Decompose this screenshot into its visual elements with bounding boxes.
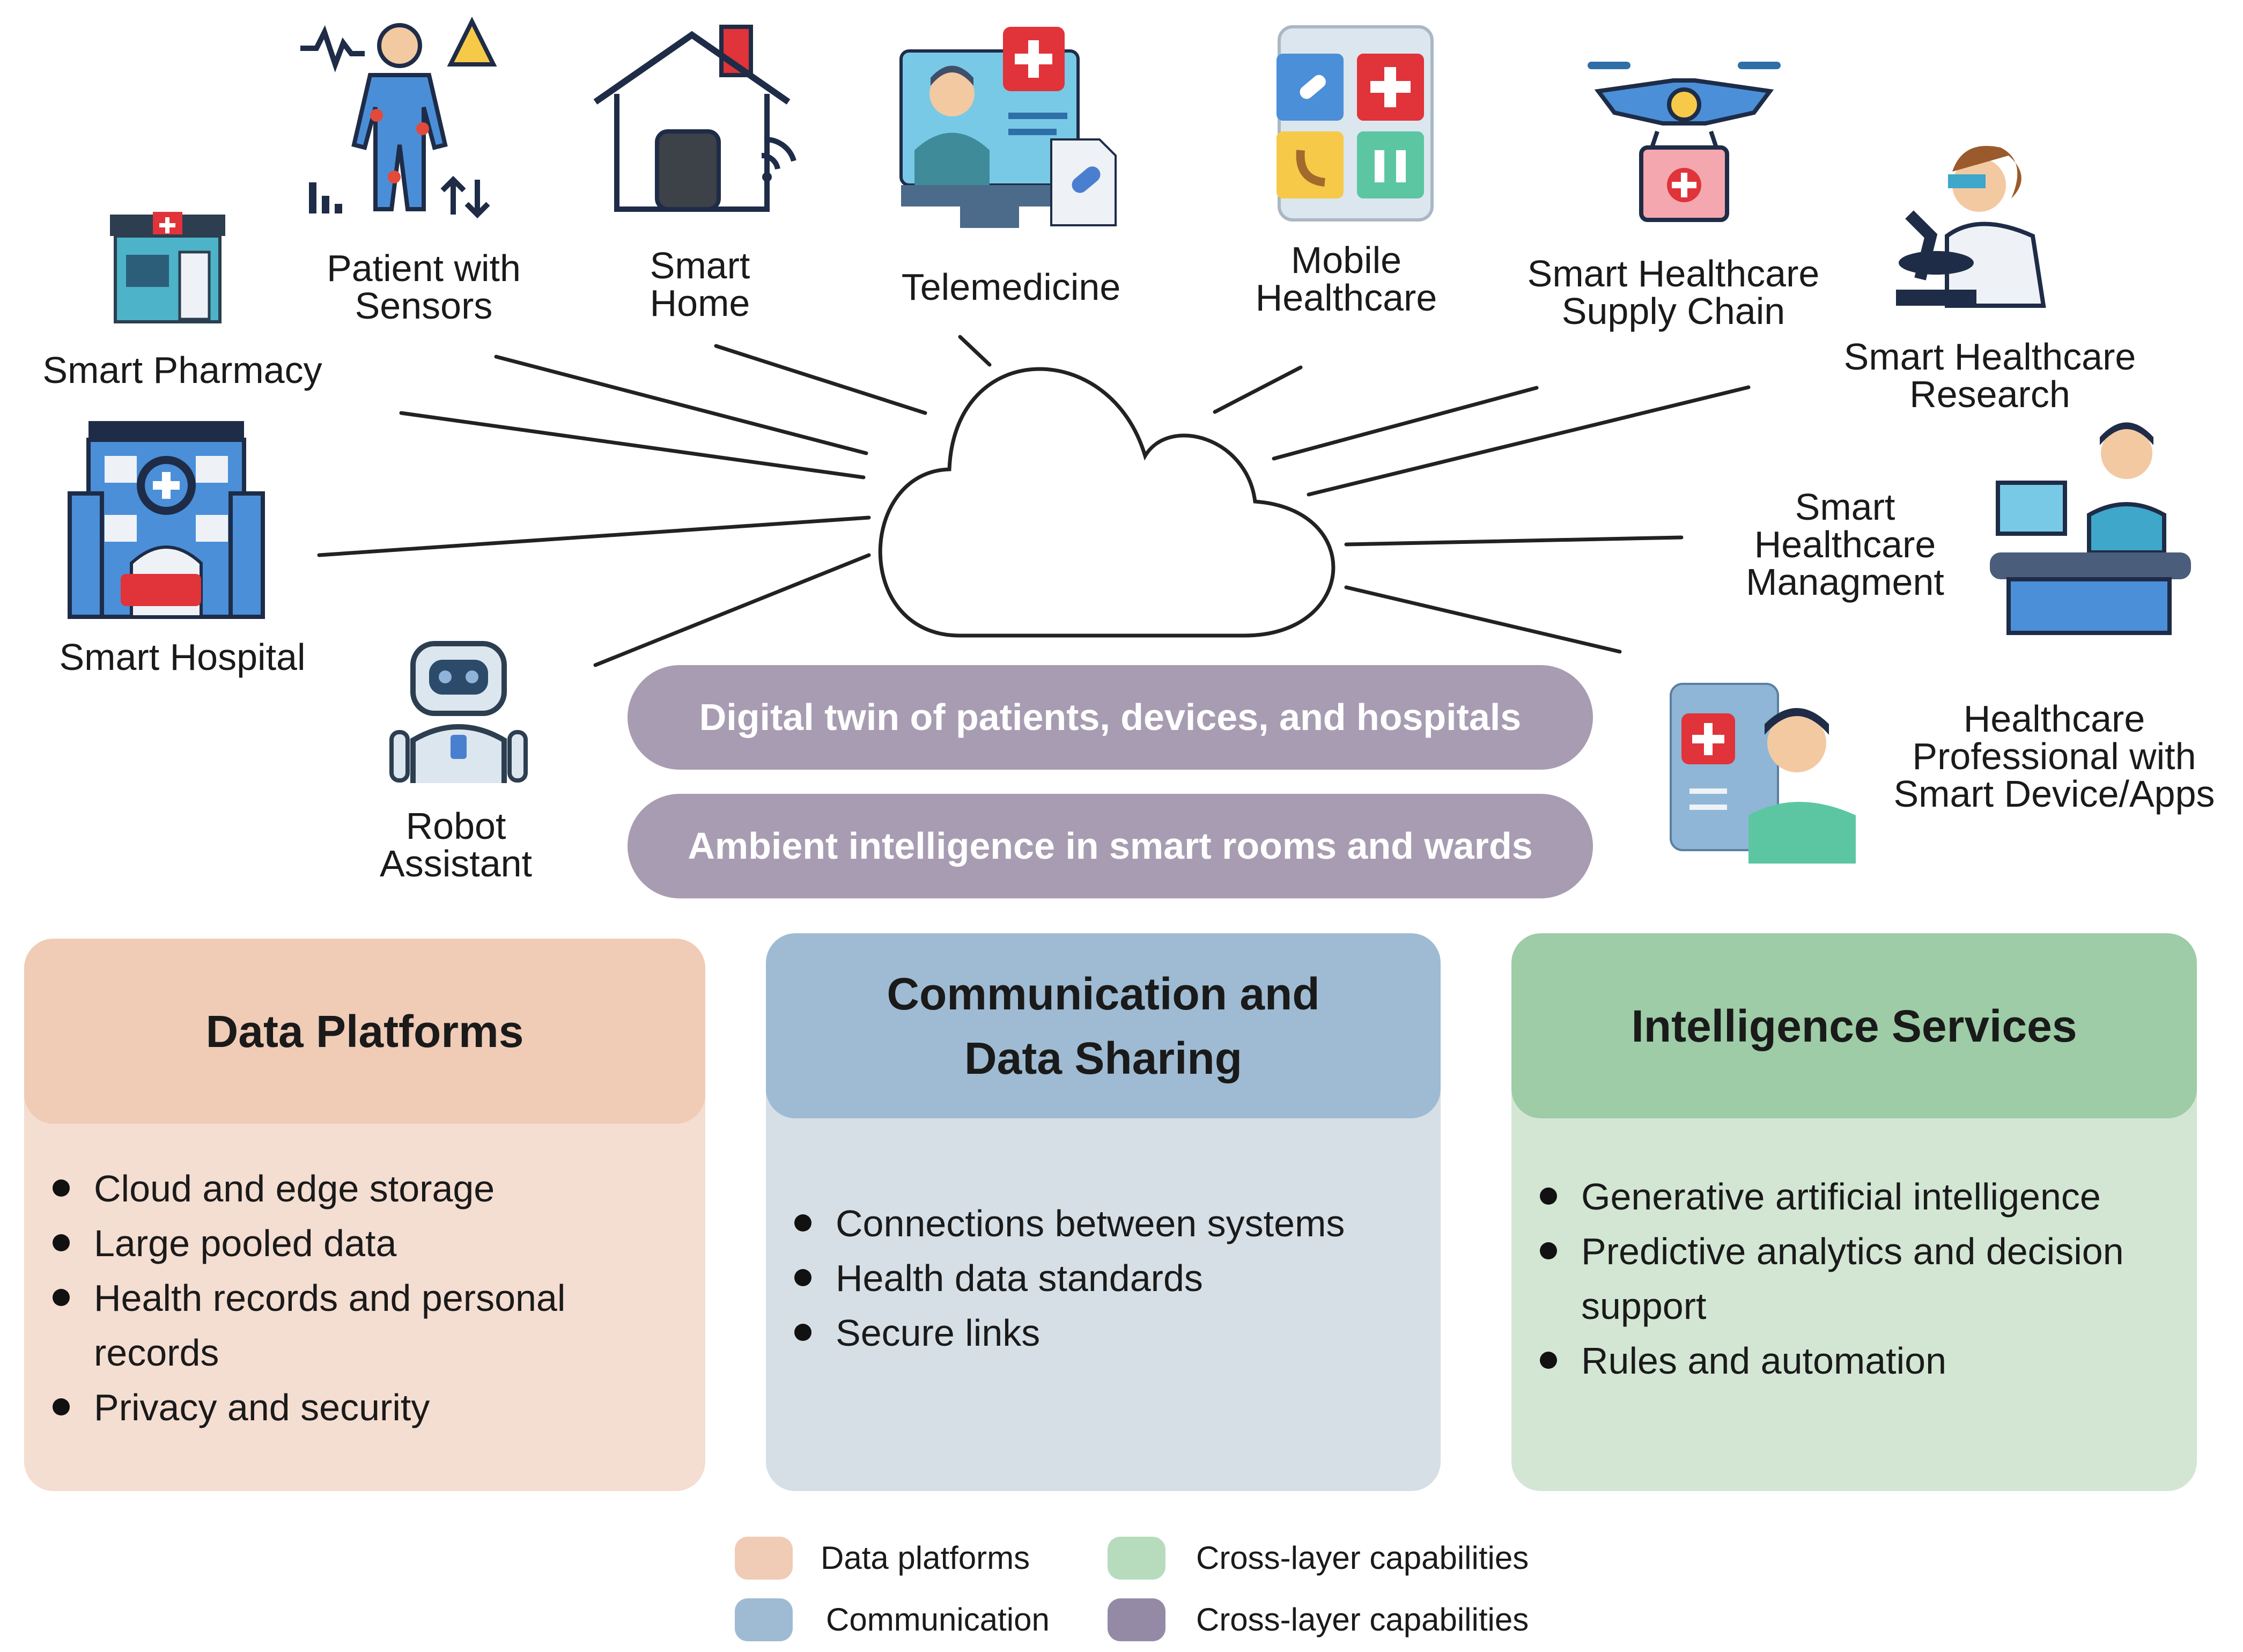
list-item: Generative artificial intelligence [1536, 1169, 2168, 1224]
legend-label-data-platforms: Data platforms [821, 1540, 1030, 1576]
spoke-professional [1344, 585, 1622, 654]
intelligence-box: Intelligence Services Generative artific… [1511, 933, 2197, 1491]
list-item: Privacy and security [48, 1380, 638, 1435]
communication-title: Communication and Data Sharing [887, 968, 1320, 1083]
telemedicine-icon [899, 27, 1117, 228]
legend-label-cross-layer-purple: Cross-layer capabilities [1196, 1602, 1529, 1638]
ambient-intelligence-pill: Ambient intelligence in smart rooms and … [628, 794, 1593, 898]
legend-swatch-cross-layer-purple [1108, 1598, 1165, 1641]
list-item: Large pooled data [48, 1216, 638, 1271]
list-item: Cloud and edge storage [48, 1161, 638, 1216]
intelligence-list: Generative artificial intelligence Predi… [1536, 1169, 2168, 1388]
mobile-healthcare-icon [1277, 25, 1434, 222]
label-robot-assistant: Robot Assistant [380, 805, 532, 884]
intelligence-header: Intelligence Services [1511, 933, 2197, 1118]
list-item: Rules and automation [1536, 1333, 2168, 1388]
legend-label-cross-layer-green: Cross-layer capabilities [1196, 1540, 1529, 1576]
spoke-pharmacy [399, 411, 866, 480]
legend-swatch-communication [735, 1598, 793, 1641]
communication-box: Communication and Data Sharing Connectio… [766, 933, 1441, 1491]
communication-header: Communication and Data Sharing [766, 933, 1441, 1118]
data-platforms-box: Data Platforms Cloud and edge storage La… [24, 939, 705, 1491]
spoke-smart-home [714, 344, 927, 415]
cloud-icon [878, 367, 1336, 638]
communication-list: Connections between systems Health data … [790, 1196, 1407, 1360]
label-mobile-healthcare: Mobile Healthcare [1255, 239, 1437, 319]
digital-twin-pill: Digital twin of patients, devices, and h… [628, 665, 1593, 770]
list-item: Health data standards [790, 1251, 1407, 1306]
hospital-building-icon [68, 421, 265, 619]
list-item: Secure links [790, 1306, 1407, 1360]
spoke-research [1307, 385, 1751, 497]
legend-swatch-cross-layer-green [1108, 1537, 1165, 1580]
label-professional: Healthcare Professional with Smart Devic… [1893, 698, 2215, 815]
list-item: Health records and personal records [48, 1271, 638, 1380]
data-platforms-list: Cloud and edge storage Large pooled data… [48, 1161, 638, 1435]
list-item: Connections between systems [790, 1196, 1407, 1251]
legend-data-platforms: Data platforms [735, 1537, 1110, 1580]
patient-with-sensors-icon [300, 17, 497, 219]
label-telemedicine: Telemedicine [901, 266, 1121, 308]
spoke-mobile [1213, 365, 1303, 414]
research-scientist-icon [1896, 146, 2046, 308]
reception-desk-icon [1990, 422, 2191, 635]
spoke-management [1344, 535, 1684, 547]
legend-label-communication: Communication [826, 1602, 1050, 1638]
smart-home-icon [593, 25, 796, 212]
data-platforms-header: Data Platforms [24, 939, 705, 1124]
label-smart-pharmacy: Smart Pharmacy [42, 349, 322, 391]
label-smart-hospital: Smart Hospital [59, 636, 306, 678]
label-patient-with-sensors: Patient with Sensors [327, 247, 521, 327]
pharmacy-building-icon [110, 212, 225, 323]
legend-cross-layer-green: Cross-layer capabilities [1108, 1537, 1590, 1580]
label-smart-home: Smart Home [650, 245, 750, 324]
spoke-telemedicine [958, 335, 992, 367]
legend-cross-layer-purple: Cross-layer capabilities [1108, 1598, 1590, 1641]
legend-swatch-data-platforms [735, 1537, 793, 1580]
label-supply-chain: Smart Healthcare Supply Chain [1527, 253, 1820, 332]
spoke-patient [494, 355, 868, 455]
spoke-supply-chain [1272, 386, 1539, 461]
robot-assistant-icon [389, 641, 528, 783]
legend-communication: Communication [735, 1598, 1110, 1641]
data-platforms-title: Data Platforms [205, 1006, 524, 1057]
list-item: Predictive analytics and decision suppor… [1536, 1224, 2168, 1333]
label-research: Smart Healthcare Research [1843, 336, 2136, 415]
drone-supply-chain-icon [1588, 62, 1781, 222]
doctor-with-app-icon [1670, 683, 1856, 864]
spoke-hospital [317, 515, 871, 557]
label-management: Smart Healthcare Managment [1746, 486, 1944, 603]
intelligence-title: Intelligence Services [1631, 1000, 2077, 1051]
spoke-robot [593, 553, 871, 667]
